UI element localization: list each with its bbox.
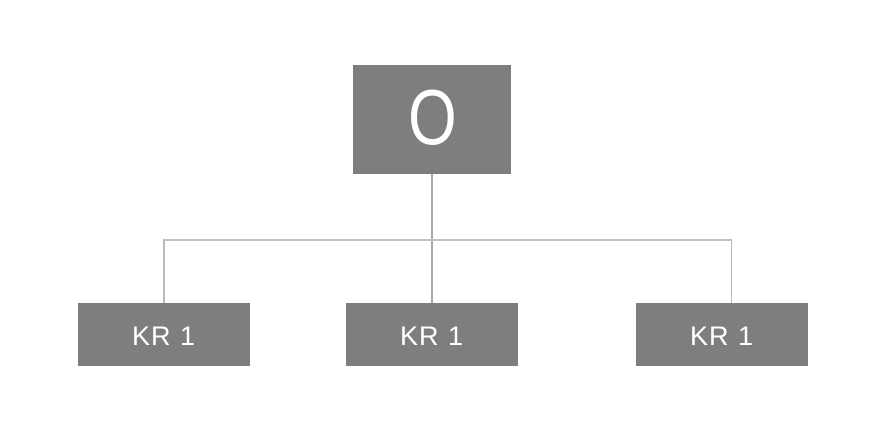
key-result-1-label: KR 1 — [131, 320, 197, 351]
connector-drop-left — [163, 239, 165, 303]
connector-horizontal-rail — [163, 239, 732, 241]
key-result-node-2[interactable]: KR 1 — [346, 303, 518, 366]
connector-root-stem — [431, 174, 433, 303]
key-result-2-label: KR 1 — [399, 320, 465, 351]
connector-drop-right — [730, 239, 732, 304]
key-result-node-1[interactable]: KR 1 — [78, 303, 250, 366]
objective-node[interactable]: O — [353, 65, 511, 174]
key-result-node-3[interactable]: KR 1 — [636, 303, 808, 366]
objective-node-label: O — [407, 72, 457, 161]
key-result-3-label: KR 1 — [689, 320, 755, 351]
